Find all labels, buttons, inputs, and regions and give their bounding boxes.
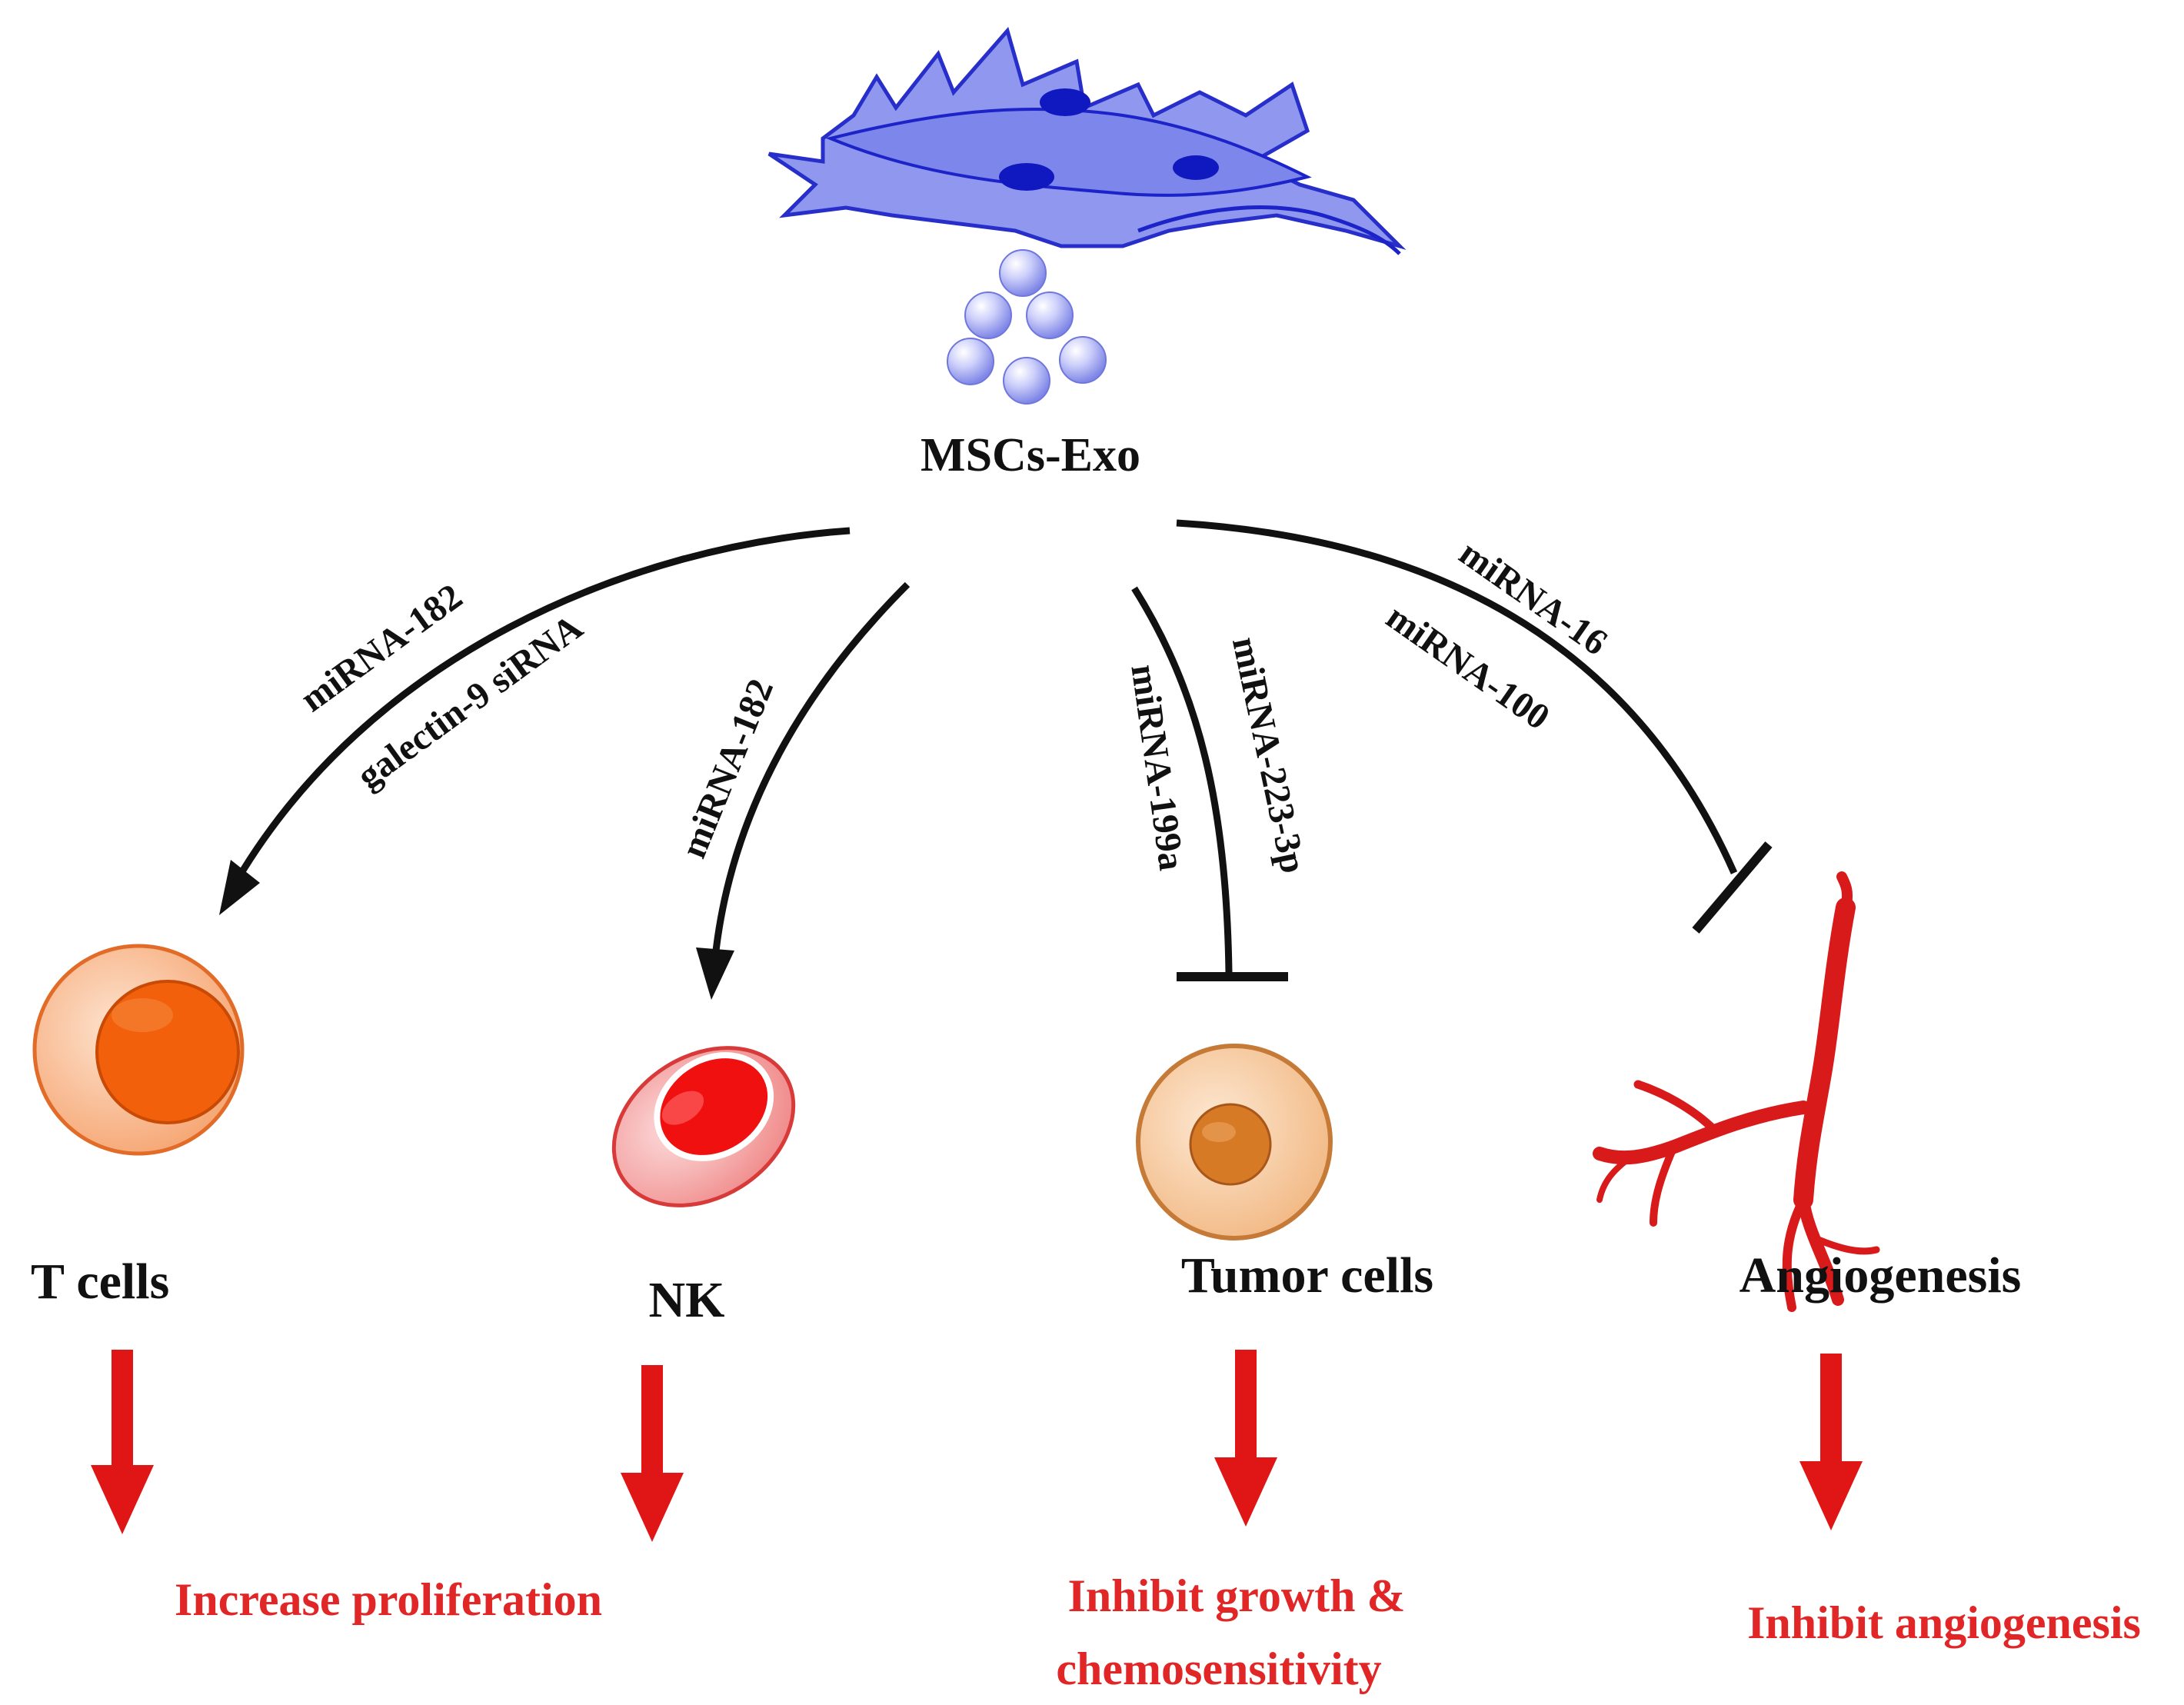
tumor-cell-highlight <box>1202 1122 1236 1142</box>
target-label-t-cells: T cells <box>31 1254 169 1310</box>
exosome <box>947 338 994 385</box>
outcome-label-tumor-line2: chemosensitivity <box>1056 1643 1381 1694</box>
mirna-label-tumor-1: miRNA-199a <box>1123 662 1192 873</box>
pathway-connectors <box>219 519 1773 1000</box>
vessel-twig-5 <box>1811 1234 1880 1255</box>
nk-cell-highlight <box>661 1091 704 1125</box>
arrow-to-nk <box>711 581 911 958</box>
outcome-label-proliferation: Increase proliferation <box>175 1574 602 1625</box>
vessel-trunk <box>1793 897 1856 1210</box>
vessel-branch-right <box>1797 1194 1844 1306</box>
vessel-twig-4 <box>1782 1195 1808 1312</box>
source-label: MSCs-Exo <box>921 429 1140 481</box>
exosome <box>1026 291 1074 339</box>
exosome <box>1059 336 1107 384</box>
arrowhead-nk <box>696 947 734 1000</box>
exosome <box>964 291 1012 339</box>
mirna-label-tumor-2: miRNA-223-3p <box>1224 634 1314 877</box>
outcome-arrow-nk <box>621 1365 684 1542</box>
outcome-arrows <box>91 1350 1863 1542</box>
target-label-tumor-cells: Tumor cells <box>1181 1247 1433 1304</box>
t-cell-nucleus <box>95 980 240 1124</box>
arrow-to-t-cells <box>231 527 851 887</box>
msc-nucleus-3 <box>1173 155 1219 180</box>
t-cell-illustration <box>32 944 245 1156</box>
vessel-branch-left <box>1593 1101 1810 1165</box>
outcome-label-angiogenesis: Inhibit angiogenesis <box>1747 1597 2141 1648</box>
blood-vessel-illustration <box>1593 871 1880 1312</box>
inhibit-bar-angio <box>1692 841 1773 934</box>
vessel-twig-1 <box>1633 1080 1720 1135</box>
tumor-cell-nucleus <box>1189 1103 1272 1186</box>
target-label-nk: NK <box>649 1272 725 1328</box>
mirna-labels: miRNA-182 galectin-9 siRNA miRNA-182 miR… <box>293 532 1615 877</box>
inhibit-line-angio <box>1176 519 1738 874</box>
outcome-arrow-angio <box>1799 1354 1863 1530</box>
tumor-cell-illustration <box>1136 1044 1333 1240</box>
exosome-cluster <box>947 249 1107 405</box>
msc-cell-edge-lower <box>1137 205 1401 255</box>
mirna-label-nk-1: miRNA-182 <box>673 674 781 864</box>
outcome-label-tumor-line1: Inhibit growth & <box>1068 1570 1406 1621</box>
arrowhead-t-cells <box>219 860 260 915</box>
vessel-twig-2 <box>1650 1146 1676 1227</box>
inhibit-line-tumor <box>1131 586 1233 974</box>
msc-nucleus-1 <box>1040 88 1090 116</box>
target-label-angiogenesis: Angiogenesis <box>1740 1247 2022 1304</box>
nk-cell-nucleus <box>654 1052 774 1161</box>
outcome-arrow-tumor <box>1214 1350 1277 1527</box>
exosome <box>1003 357 1050 405</box>
vessel-twig-3 <box>1596 1154 1633 1203</box>
msc-nucleus-2 <box>999 163 1054 191</box>
nk-cell-illustration <box>611 1046 796 1207</box>
outcome-arrow-t-cells <box>91 1350 154 1534</box>
exosome <box>999 249 1047 297</box>
msc-cells-illustration <box>767 26 1407 255</box>
t-cell-highlight <box>112 998 173 1032</box>
vessel-tip <box>1836 871 1853 913</box>
